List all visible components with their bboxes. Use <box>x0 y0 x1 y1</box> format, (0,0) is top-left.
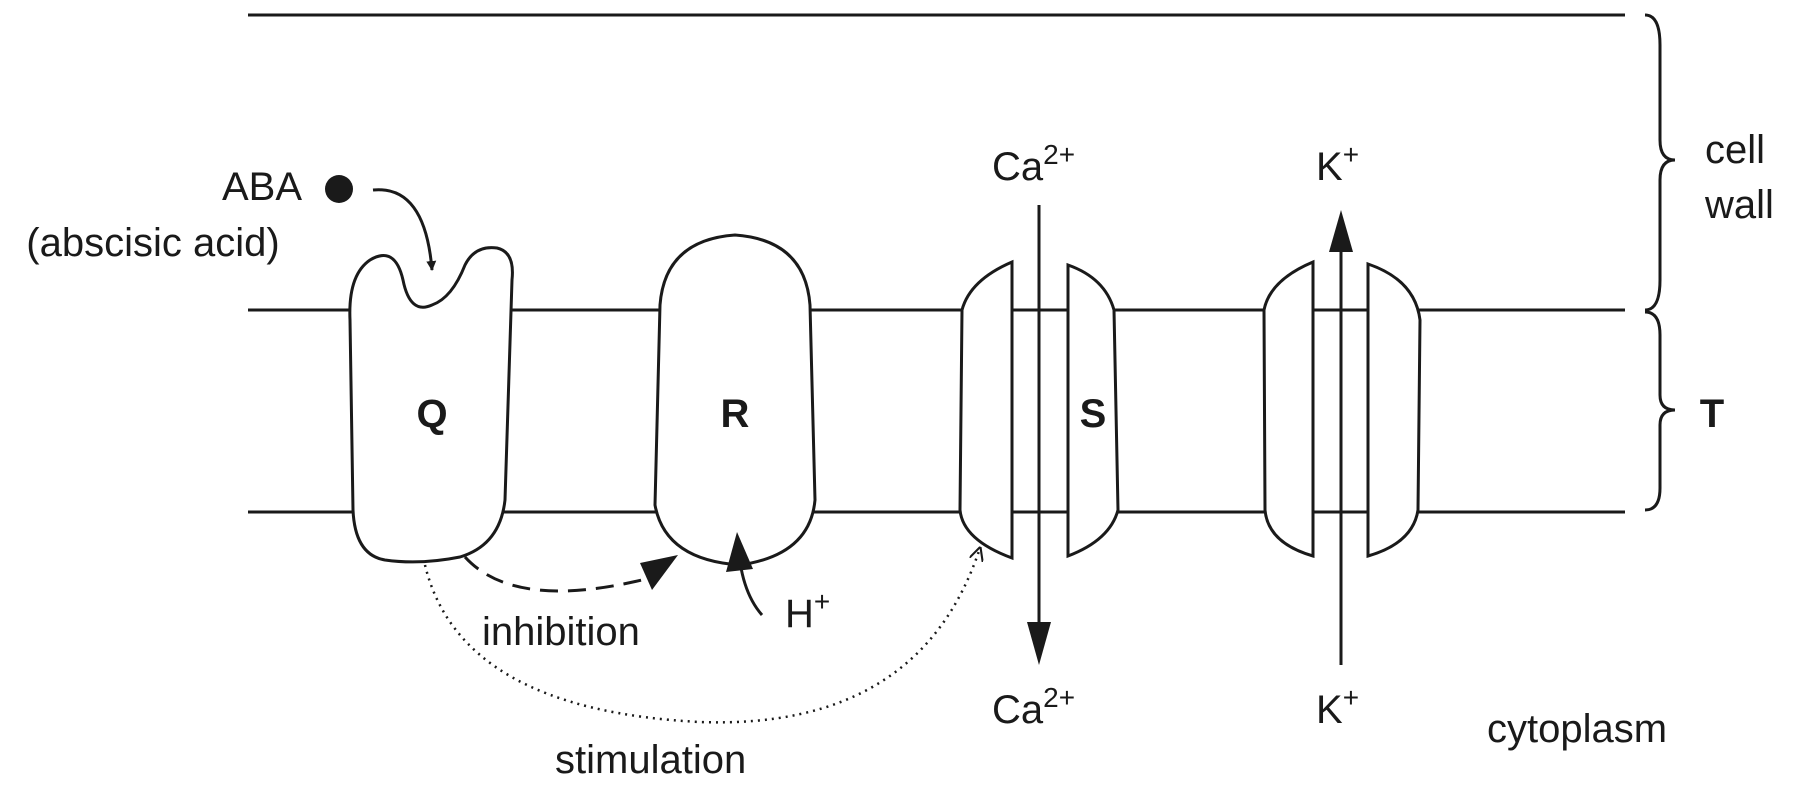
potassium-channel-right <box>1366 261 1422 558</box>
receptor-protein-q <box>348 246 514 564</box>
calcium-bottom-label: Ca2+ <box>992 682 1075 732</box>
proton-arrowhead <box>726 532 753 572</box>
potassium-channel-left <box>1262 259 1315 558</box>
calcium-arrowhead <box>1027 622 1051 665</box>
inhibition-arrow <box>463 555 651 593</box>
calcium-top-label: Ca2+ <box>992 139 1075 189</box>
protein-r-label: R <box>721 392 750 436</box>
pump-protein-r <box>653 233 817 567</box>
channel-s-label: S <box>1080 392 1107 436</box>
region-t-label: T <box>1700 392 1724 436</box>
proton-label: H+ <box>785 586 830 636</box>
inhibition-arrowhead <box>640 555 678 590</box>
stimulation-label: stimulation <box>555 738 746 782</box>
cell-wall-brace <box>1644 13 1676 312</box>
cell-label: cell <box>1705 128 1765 172</box>
potassium-arrowhead <box>1329 210 1353 252</box>
aba-molecule-dot <box>325 175 353 203</box>
wall-label: wall <box>1704 183 1774 227</box>
potassium-top-label: K+ <box>1316 139 1359 189</box>
aba-label: ABA <box>222 165 302 209</box>
calcium-channel-s-right <box>1066 262 1120 559</box>
protein-q-label: Q <box>416 392 447 436</box>
potassium-bottom-label: K+ <box>1316 682 1359 732</box>
calcium-channel-s-left <box>958 259 1014 561</box>
aba-full-name-label: (abscisic acid) <box>26 221 279 265</box>
region-t-brace <box>1644 310 1676 512</box>
stimulation-arrow <box>423 548 980 724</box>
inhibition-label: inhibition <box>482 610 640 654</box>
cytoplasm-label: cytoplasm <box>1487 707 1667 751</box>
aba-binding-arrow <box>372 188 437 271</box>
